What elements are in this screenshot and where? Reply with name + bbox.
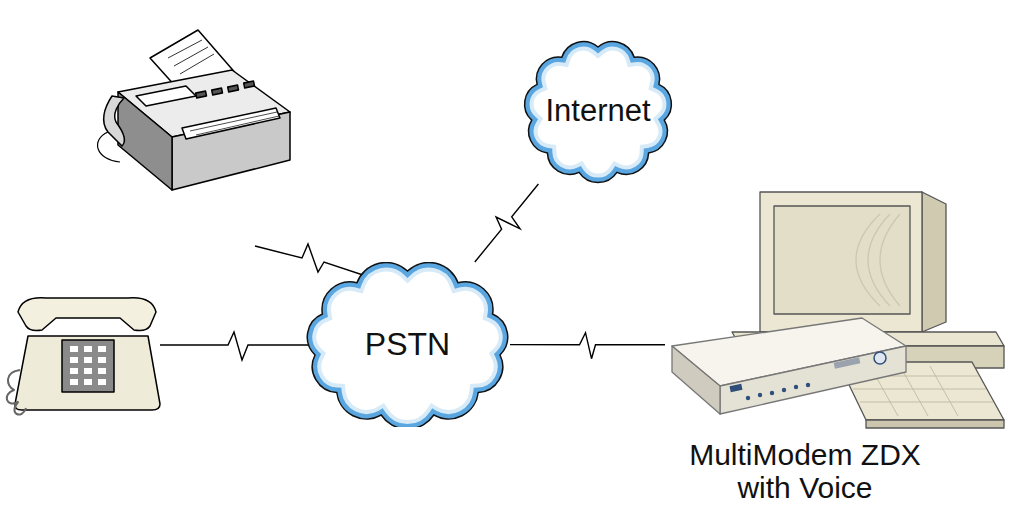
telephone [7, 298, 160, 415]
cloud-glow [525, 42, 672, 183]
cloud-label: Internet [545, 93, 650, 129]
cloud-glow [307, 262, 507, 427]
text-holder: PSTN [305, 262, 510, 427]
network-cloud: Internet [522, 38, 674, 184]
network-cloud: PSTN [305, 262, 510, 427]
device-caption: MultiModem ZDX with Voice [665, 438, 945, 505]
device-node: MultiModem ZDX with Voice [665, 185, 945, 505]
cloud-fill [307, 262, 507, 427]
computer-with-modem [672, 192, 1004, 428]
telephone-link [475, 184, 539, 262]
phone-wire [160, 332, 312, 360]
fax-machine [98, 30, 290, 190]
cloud-fill [525, 42, 672, 183]
cloud-label: PSTN [365, 326, 450, 363]
cloud-glow [307, 262, 507, 427]
telephone-link [510, 333, 665, 359]
fax-wire [255, 244, 378, 280]
text-holder: Internet [522, 38, 674, 184]
cloud-glow [525, 42, 672, 183]
text-holder: MultiModem ZDX with Voice [665, 438, 945, 505]
cloud-border [307, 262, 507, 427]
cloud-border [525, 42, 672, 183]
